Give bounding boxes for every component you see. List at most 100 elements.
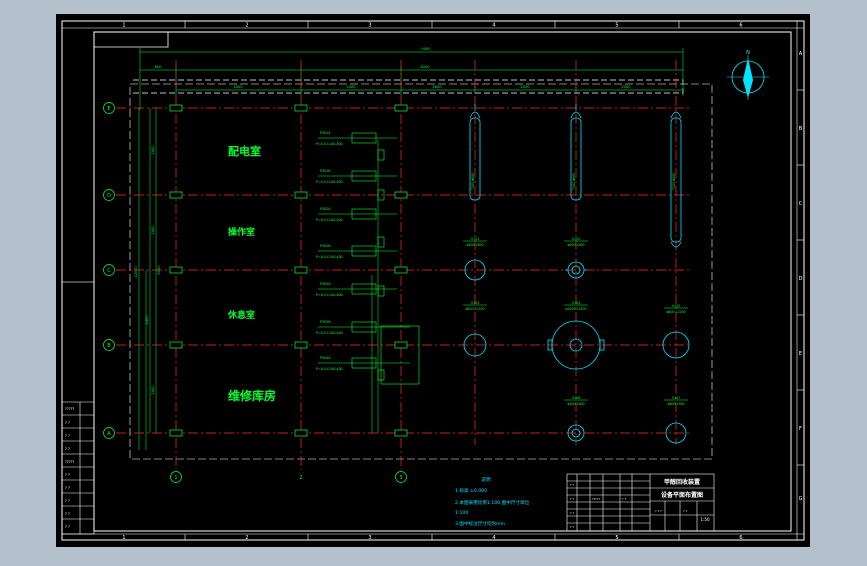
title-block-project: 甲醇回收装置 — [664, 478, 700, 486]
border-number-bottom: 5 — [615, 535, 618, 541]
row-axis-bubbles — [103, 102, 115, 439]
svg-text:? ?: ? ? — [570, 483, 575, 487]
svg-text:? ?: ? ? — [622, 497, 627, 501]
tank-vessels — [463, 259, 690, 444]
title-block-drawing: 设备平面布置图 — [661, 491, 703, 499]
border-letter-right: A — [799, 51, 803, 57]
svg-text:? ?: ? ? — [65, 421, 70, 425]
border-letter-right: C — [799, 201, 803, 207]
building-outline — [133, 79, 684, 94]
svg-text:V101: V101 — [471, 237, 479, 241]
svg-text:T101 φ600: T101 φ600 — [471, 173, 475, 191]
svg-text:? ?: ? ? — [570, 511, 575, 515]
svg-text:?????: ????? — [65, 460, 74, 464]
svg-text:?????: ????? — [592, 497, 600, 501]
border-letter-right: D — [799, 276, 803, 282]
row-axis-label: E — [107, 106, 110, 112]
side-stamp-table — [61, 281, 95, 535]
svg-text:? ?: ? ? — [570, 525, 575, 529]
svg-text:φ800 L1200: φ800 L1200 — [666, 310, 685, 314]
svg-text:φ1400 L2400: φ1400 L2400 — [565, 307, 586, 311]
svg-text:P302B: P302B — [320, 244, 331, 248]
svg-text:2400: 2400 — [151, 385, 155, 395]
svg-text:P=0.5 L100-400: P=0.5 L100-400 — [316, 180, 343, 184]
svg-text:P=0.5 L100-400: P=0.5 L100-400 — [316, 293, 343, 297]
svg-text:T103 φ800: T103 φ800 — [672, 173, 676, 191]
svg-text:V102: V102 — [572, 237, 580, 241]
title-block-scale: 1:50 — [701, 517, 710, 522]
svg-text:P301B: P301B — [320, 169, 331, 173]
border-number-bottom: 4 — [492, 535, 495, 541]
svg-text:2400: 2400 — [151, 225, 155, 235]
svg-text:P=0.5 L100-400: P=0.5 L100-400 — [316, 331, 343, 335]
border-number-bottom: 6 — [739, 535, 742, 541]
svg-text:V103: V103 — [471, 301, 479, 305]
axis-grid — [116, 60, 690, 470]
north-compass: N — [727, 50, 769, 100]
dimension-text: 9000 4200 800 3000 2400 1800 2000 2000 — [155, 47, 632, 89]
column-axis-label: 2 — [299, 475, 302, 481]
svg-text:2400: 2400 — [151, 145, 155, 155]
frame-tab — [94, 32, 169, 48]
svg-text:?????: ????? — [65, 407, 74, 411]
svg-text:2000: 2000 — [520, 85, 530, 89]
svg-text:? ? ?: ? ? ? — [655, 509, 662, 513]
svg-text:P302A: P302A — [320, 207, 331, 211]
notes-line: 1.标高 ±0.000 — [455, 487, 487, 494]
tank-tag-text: V101 φ600 L800 V102 φ600 L800 V103 φ600 L12… — [465, 237, 685, 406]
notes-line: 3.图中标注尺寸均为mm — [455, 520, 506, 527]
border-number-bottom: 2 — [245, 535, 248, 541]
tank-tags — [463, 240, 688, 401]
dimension-text-vertical: 12000 2400 2400 2400 2400 6000 — [134, 145, 161, 395]
svg-text:φ600 L900: φ600 L900 — [667, 402, 684, 406]
svg-text:2400: 2400 — [145, 315, 149, 325]
svg-text:? ?: ? ? — [65, 486, 70, 490]
border-number-top: 5 — [615, 23, 618, 29]
border-number-top: 1 — [122, 23, 125, 29]
inner-frame — [93, 31, 792, 532]
svg-text:12000: 12000 — [134, 266, 138, 278]
svg-text:φ600 L1200: φ600 L1200 — [465, 307, 484, 311]
column-axis-label: 1 — [174, 475, 177, 481]
svg-text:P304A: P304A — [320, 356, 331, 360]
column-axis-label: 3 — [399, 475, 402, 481]
row-axis-label: D — [107, 193, 111, 199]
border-letter-right: F — [799, 426, 802, 432]
svg-text:P=0.5 L100-400: P=0.5 L100-400 — [316, 218, 343, 222]
dimension-lines — [138, 48, 684, 450]
svg-text:2400: 2400 — [346, 85, 356, 89]
room-label-control: 操作室 — [228, 226, 255, 238]
tower-equipment — [469, 104, 682, 248]
border-letter-right: G — [799, 496, 803, 502]
row-axis-label: B — [107, 343, 111, 349]
notes-line: 1:100 — [455, 510, 468, 516]
svg-text:800: 800 — [155, 65, 163, 69]
title-block-small-text: ? ?? ? ? ?? ? ?????? ? ? ? ?? ? — [570, 483, 688, 529]
svg-text:2000: 2000 — [621, 85, 631, 89]
border-number-top: 2 — [245, 23, 248, 29]
svg-text:? ?: ? ? — [65, 473, 70, 477]
border-letter-right: E — [799, 351, 802, 357]
tower-tags: T101 φ600 T102 φ600 T103 φ800 — [471, 173, 676, 191]
svg-text:P=0.5 L100-400: P=0.5 L100-400 — [316, 255, 343, 259]
svg-text:P301A: P301A — [320, 131, 331, 135]
side-stamp-text: ?????? ? ? ?? ? ?????? ? ? ?? ? ? ?? ? — [65, 407, 74, 529]
svg-text:φ600 L800: φ600 L800 — [567, 243, 584, 247]
svg-text:4200: 4200 — [420, 65, 430, 69]
title-block-grid — [566, 473, 715, 532]
border-number-top: 6 — [739, 23, 742, 29]
row-axis-label: A — [107, 431, 111, 437]
row-axis-label: C — [107, 268, 111, 274]
svg-text:P=0.5 L100-400: P=0.5 L100-400 — [316, 142, 343, 146]
svg-text:φ600 L800: φ600 L800 — [466, 243, 483, 247]
notes-line: 2.本图采用比例1:100,图中尺寸单位 — [455, 499, 530, 506]
room-label-storage: 维修库房 — [228, 388, 276, 403]
svg-text:? ?: ? ? — [65, 434, 70, 438]
svg-text:V105: V105 — [672, 304, 680, 308]
svg-text:V107: V107 — [672, 396, 680, 400]
svg-text:? ?: ? ? — [570, 497, 575, 501]
svg-text:? ?: ? ? — [683, 509, 688, 513]
outer-frame — [61, 20, 805, 541]
